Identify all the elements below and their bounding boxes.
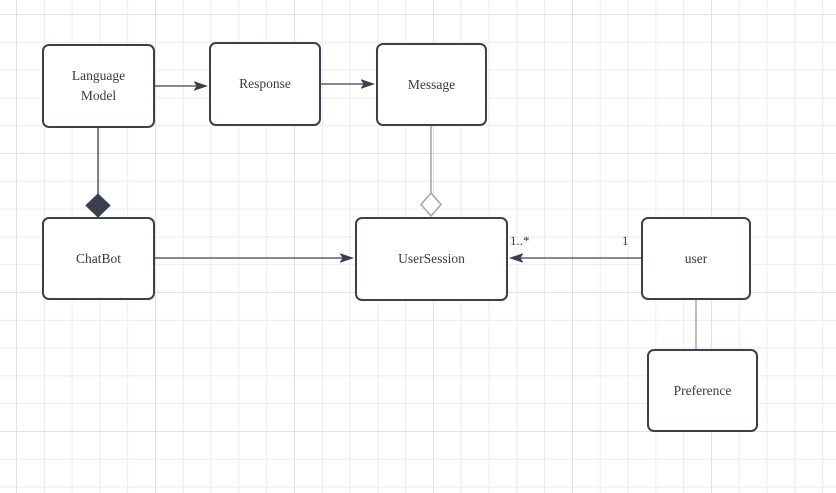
node-language-model[interactable]: Language Model — [42, 44, 155, 128]
composition-diamond-icon — [85, 193, 111, 218]
node-label: Language Model — [71, 68, 126, 103]
node-label: Response — [239, 76, 291, 92]
node-label: Preference — [673, 382, 732, 398]
multiplicity-label-target[interactable]: 1..* — [510, 233, 530, 248]
multiplicity-label-source[interactable]: 1 — [622, 233, 629, 248]
node-label: UserSession — [398, 251, 465, 267]
node-response[interactable]: Response — [209, 42, 321, 126]
node-label: ChatBot — [75, 250, 121, 266]
node-chatbot[interactable]: ChatBot — [42, 217, 155, 300]
node-user[interactable]: user — [641, 217, 751, 300]
node-label: Message — [407, 76, 456, 92]
aggregation-diamond-icon — [420, 191, 442, 218]
node-usersession[interactable]: UserSession — [355, 217, 508, 301]
node-label: user — [684, 250, 708, 266]
node-preference[interactable]: Preference — [647, 349, 758, 432]
node-message[interactable]: Message — [376, 43, 487, 126]
